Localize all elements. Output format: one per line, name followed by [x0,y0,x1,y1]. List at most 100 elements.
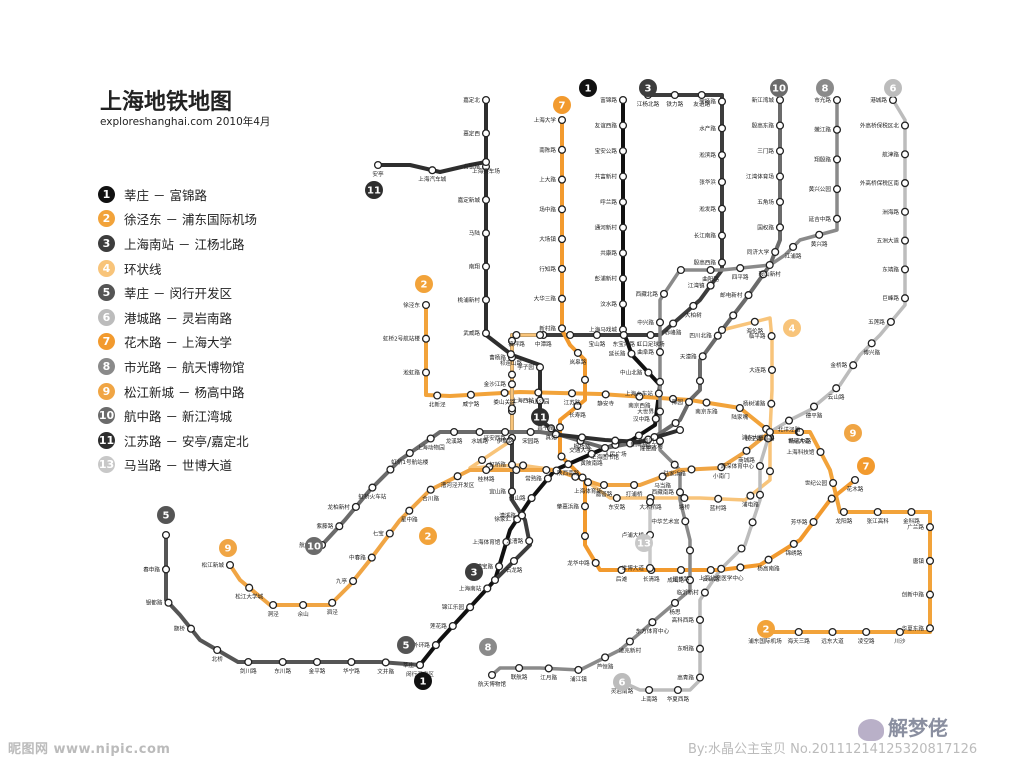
station-dot[interactable] [353,504,360,511]
station-dot[interactable] [707,282,714,289]
station-dot[interactable] [852,477,859,484]
station-dot[interactable] [749,519,756,526]
station-dot[interactable] [828,495,835,502]
station-dot[interactable] [423,335,430,342]
station-dot[interactable] [559,146,566,153]
station-dot[interactable] [575,667,582,674]
station-dot[interactable] [528,495,535,502]
station-dot[interactable] [927,524,934,531]
station-dot[interactable] [757,491,764,498]
station-dot[interactable] [620,224,627,231]
station-dot[interactable] [671,92,678,99]
station-dot[interactable] [811,403,818,410]
station-dot[interactable] [613,495,620,502]
station-dot[interactable] [772,249,779,256]
station-dot[interactable] [645,369,652,376]
station-dot[interactable] [766,262,773,269]
station-dot[interactable] [890,97,897,104]
station-dot[interactable] [559,236,566,243]
station-dot[interactable] [620,199,627,206]
station-dot[interactable] [483,197,490,204]
station-dot[interactable] [582,533,589,540]
station-dot[interactable] [657,349,664,356]
station-dot[interactable] [559,266,566,273]
station-dot[interactable] [454,473,461,480]
station-dot[interactable] [874,509,881,516]
station-dot[interactable] [483,159,490,166]
station-dot[interactable] [719,152,726,159]
station-dot[interactable] [698,92,705,99]
station-dot[interactable] [434,392,441,399]
station-dot[interactable] [745,292,752,299]
station-dot[interactable] [670,320,677,327]
station-dot[interactable] [902,151,909,158]
station-dot[interactable] [657,378,664,385]
station-dot[interactable] [767,468,774,475]
station-dot[interactable] [537,332,544,339]
station-dot[interactable] [765,556,772,563]
station-dot[interactable] [647,332,654,339]
station-dot[interactable] [652,415,659,422]
station-dot[interactable] [602,445,609,452]
station-dot[interactable] [559,176,566,183]
station-dot[interactable] [227,562,234,569]
station-dot[interactable] [790,244,797,251]
station-dot[interactable] [484,585,491,592]
station-dot[interactable] [509,381,516,388]
station-dot[interactable] [719,259,726,266]
station-dot[interactable] [697,674,704,681]
station-dot[interactable] [569,390,576,397]
station-dot[interactable] [649,619,656,626]
station-dot[interactable] [427,435,434,442]
station-dot[interactable] [527,429,534,436]
station-dot[interactable] [214,647,221,654]
station-dot[interactable] [719,98,726,105]
station-dot[interactable] [336,523,343,530]
station-dot[interactable] [559,117,566,124]
station-dot[interactable] [163,566,170,573]
station-dot[interactable] [678,567,685,574]
station-dot[interactable] [777,173,784,180]
station-dot[interactable] [730,312,737,319]
station-dot[interactable] [682,518,689,525]
station-dot[interactable] [657,408,664,415]
station-dot[interactable] [620,97,627,104]
station-dot[interactable] [628,350,635,357]
station-dot[interactable] [719,179,726,186]
station-dot[interactable] [786,417,793,424]
station-dot[interactable] [467,604,474,611]
station-dot[interactable] [834,97,841,104]
station-dot[interactable] [483,330,490,337]
station-dot[interactable] [375,162,382,169]
station-dot[interactable] [686,399,693,406]
station-dot[interactable] [902,237,909,244]
station-dot[interactable] [697,378,704,385]
station-dot[interactable] [757,463,764,470]
station-dot[interactable] [406,450,413,457]
station-dot[interactable] [433,642,440,649]
station-dot[interactable] [677,427,684,434]
station-dot[interactable] [829,629,836,636]
station-dot[interactable] [483,97,490,104]
station-dot[interactable] [246,584,253,591]
station-dot[interactable] [163,532,170,539]
station-dot[interactable] [737,564,744,571]
station-dot[interactable] [582,376,589,383]
station-dot[interactable] [508,351,515,358]
station-dot[interactable] [559,325,566,332]
station-dot[interactable] [496,563,503,570]
station-dot[interactable] [483,130,490,137]
station-dot[interactable] [656,390,663,397]
station-dot[interactable] [565,461,572,468]
station-dot[interactable] [902,122,909,129]
station-dot[interactable] [382,659,389,666]
station-dot[interactable] [245,659,252,666]
station-dot[interactable] [868,340,875,347]
station-dot[interactable] [476,429,483,436]
station-dot[interactable] [329,599,336,606]
station-dot[interactable] [850,362,857,369]
station-dot[interactable] [817,449,824,456]
station-dot[interactable] [386,530,393,537]
station-dot[interactable] [888,319,895,326]
station-dot[interactable] [535,389,542,396]
